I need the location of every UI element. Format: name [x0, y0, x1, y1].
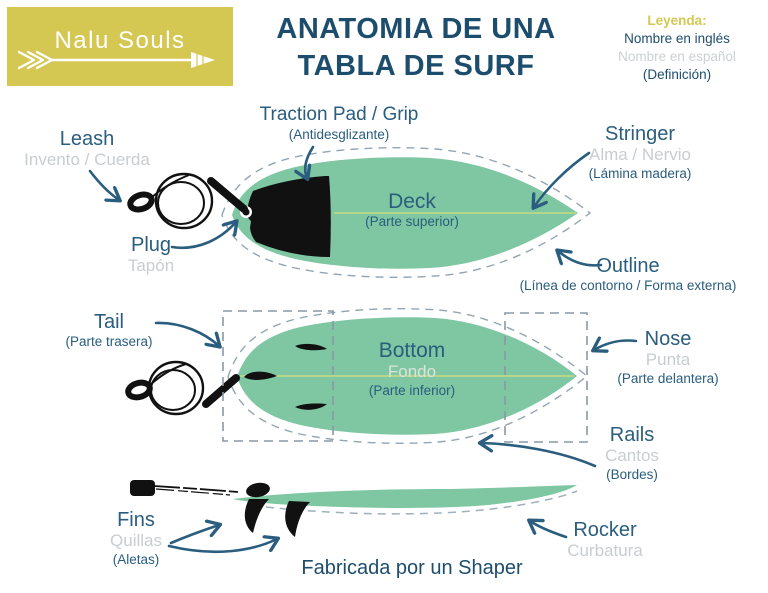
label-stringer: Stringer Alma / Nervio (Lámina madera): [588, 123, 692, 181]
traction-pad-arrow: [305, 145, 315, 178]
fins-arrow-1: [169, 525, 219, 545]
board-side-view: [130, 480, 578, 537]
side-fin-bottom: [295, 403, 327, 410]
tail-leash-cuff: [246, 482, 270, 498]
nose-arrow: [594, 340, 638, 350]
leash-end-plug: [130, 480, 155, 496]
leash-coil: [127, 172, 248, 230]
label-nose: Nose Punta (Parte delantera): [617, 328, 719, 386]
side-fin-top: [295, 343, 327, 351]
rocker-arrow: [530, 521, 568, 539]
label-plug: Plug Tapón: [127, 234, 175, 275]
brand-logo: Nalu Souls: [7, 7, 233, 86]
label-traction-pad: Traction Pad / Grip (Antidesglizante): [259, 104, 419, 142]
label-deck: Deck (Parte superior): [365, 190, 459, 230]
title-line-1: ANATOMIA DE UNA: [276, 13, 556, 45]
label-leash: Leash Invento / Cuerda: [24, 128, 150, 169]
footer-note: Fabricada por un Shaper: [301, 557, 523, 579]
leash-arrow: [88, 169, 119, 200]
plug-arrow: [170, 222, 236, 250]
leash-ankle-strap: [127, 191, 155, 213]
label-tail: Tail (Parte trasera): [65, 311, 153, 349]
leash-ankle-strap-2: [125, 379, 153, 401]
legend-english: Nombre en inglés: [624, 31, 730, 46]
legend-spanish: Nombre en español: [618, 49, 736, 64]
center-fin: [244, 371, 277, 380]
fins-arrow-2: [167, 539, 277, 554]
leash-coil-2: [125, 360, 240, 416]
rocker-dashed-line: [265, 490, 578, 515]
side-profile-shape: [233, 485, 577, 508]
label-rails: Rails Cantos (Bordes): [605, 424, 659, 482]
traction-pad: [246, 176, 331, 257]
side-fin-1: [244, 499, 269, 533]
label-outline: Outline (Línea de contorno / Forma exter…: [519, 255, 737, 293]
side-fin-2: [285, 501, 310, 537]
bottom-dashed-outline: [227, 308, 589, 444]
stringer-arrow: [534, 151, 591, 207]
board-bottom-view: [125, 308, 589, 444]
legend: Leyenda: Nombre en inglés Nombre en espa…: [618, 12, 736, 84]
title-line-2: TABLA DE SURF: [297, 50, 535, 82]
tail-arrow: [154, 321, 219, 346]
leash-line: [153, 485, 239, 496]
rails-arrow: [481, 443, 597, 468]
label-fins: Fins Quillas (Aletas): [110, 509, 162, 567]
legend-heading: Leyenda:: [647, 13, 707, 28]
logo-arrow-icon: [17, 50, 215, 70]
label-rocker: Rocker Curbatura: [567, 519, 643, 560]
page-title: ANATOMIA DE UNA TABLA DE SURF: [276, 11, 555, 85]
legend-definition: (Definición): [642, 67, 712, 82]
board-deck-view: [127, 147, 592, 278]
label-bottom: Bottom Fondo (Parte inferior): [368, 339, 456, 399]
outline-arrow: [558, 251, 603, 267]
brand-name: Nalu Souls: [54, 27, 186, 54]
deck-dashed-outline: [221, 147, 592, 278]
